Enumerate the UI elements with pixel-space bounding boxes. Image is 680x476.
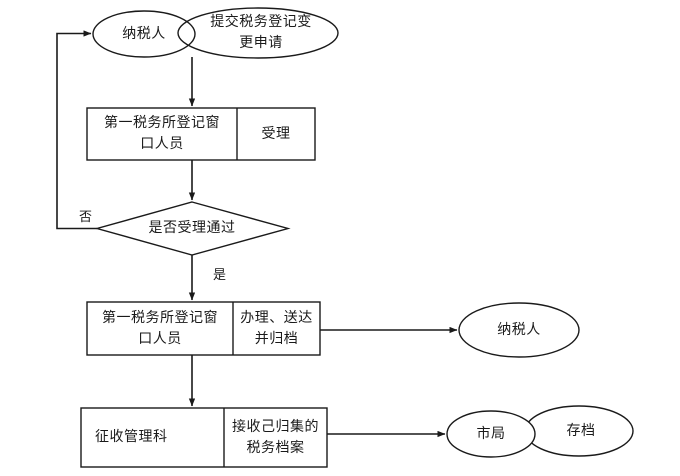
node-submit-request-shape[interactable] [177,7,339,59]
node-archive-shape[interactable] [524,405,634,457]
node-decision-shape[interactable] [94,201,291,256]
node-office-staff-2-shape[interactable] [86,301,321,356]
edge-decision-no-loop [56,30,97,230]
node-taxpayer-start-shape[interactable] [92,10,196,58]
node-office-staff-1-shape[interactable] [86,107,316,161]
node-taxpayer-end-shape[interactable] [458,302,580,358]
edge-label-yes: 是 [213,267,227,282]
edge-label-no: 否 [79,209,93,224]
node-city-bureau-shape[interactable] [446,410,536,458]
node-collection-dept-shape[interactable] [80,407,328,468]
